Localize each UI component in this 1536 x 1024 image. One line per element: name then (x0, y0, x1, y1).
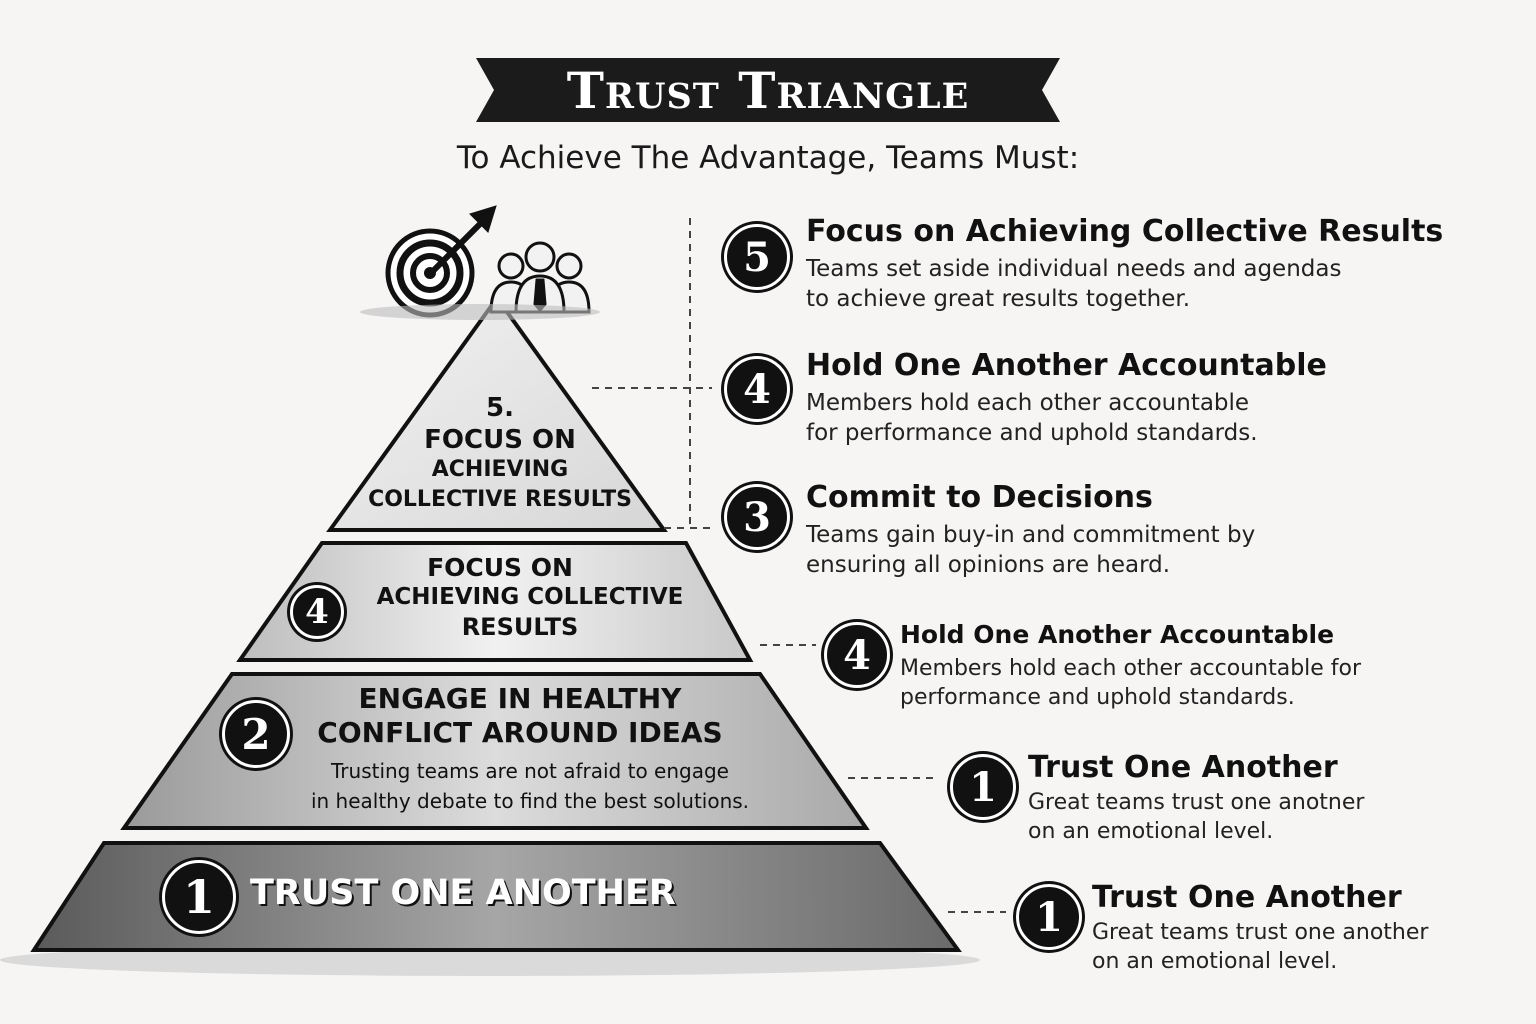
tier4-badge: 4 (290, 585, 344, 639)
tier5-line1: Focus on (380, 426, 620, 455)
list-item-1-title: Focus on Achieving Collective Results (806, 214, 1443, 249)
list-item-2-desc: Members hold each other accountable for … (806, 389, 1327, 449)
list-item: Commit to Decisions Teams gain buy-in an… (806, 480, 1255, 581)
icon-ground-shadow (360, 304, 600, 320)
team-people-icon (491, 243, 589, 312)
tier1-badge: 1 (162, 860, 236, 934)
list-item-3-title: Commit to Decisions (806, 480, 1255, 515)
list-item-3-badge: 3 (724, 484, 790, 550)
list-item-1-badge: 5 (724, 224, 790, 290)
tier2-line2: conflict around ideas (290, 718, 750, 749)
list-item: Trust One Another Great teams trust one … (1028, 750, 1364, 846)
list-item-2-title: Hold One Another Accountable (806, 348, 1327, 383)
tier4-line1: Focus on (380, 554, 620, 582)
list-item-2-badge: 4 (724, 356, 790, 422)
list-item-5-desc: Great teams trust one anotner on an emot… (1028, 789, 1364, 846)
list-item: Trust One Another Great teams trust one … (1092, 880, 1428, 976)
list-item-6-badge: 1 (1016, 884, 1082, 950)
tier4-line2: achieving collective (345, 585, 715, 610)
tier2-desc2: in healthy debate to find the best solut… (270, 790, 790, 812)
tier5-line3: collective results (340, 488, 660, 512)
list-item-4-badge: 4 (824, 622, 890, 688)
list-item-3-desc: Teams gain buy-in and commitment by ensu… (806, 521, 1255, 581)
list-item-6-title: Trust One Another (1092, 880, 1428, 915)
list-item: Focus on Achieving Collective Results Te… (806, 214, 1443, 315)
tier5-number: 5. (420, 394, 580, 423)
tier2-line1: Engage in healthy (300, 684, 740, 715)
tier2-badge: 2 (222, 700, 290, 768)
list-item-1-desc: Teams set aside individual needs and age… (806, 255, 1443, 315)
tier1-label: Trust One Another (250, 874, 750, 913)
tier2-desc1: Trusting teams are not afraid to engage (270, 760, 790, 782)
list-item-4-title: Hold One Another Accountable (900, 620, 1361, 649)
list-item: Hold One Another Accountable Members hol… (806, 348, 1327, 449)
list-item: Hold One Another Accountable Members hol… (900, 620, 1361, 712)
list-item-5-title: Trust One Another (1028, 750, 1364, 785)
list-item-5-badge: 1 (950, 754, 1016, 820)
tier5-line2: achieving (380, 458, 620, 482)
list-item-4-desc: Members hold each other accountable for … (900, 655, 1361, 712)
list-item-6-desc: Great teams trust one another on an emot… (1092, 919, 1428, 976)
tier4-line3: results (400, 614, 640, 640)
